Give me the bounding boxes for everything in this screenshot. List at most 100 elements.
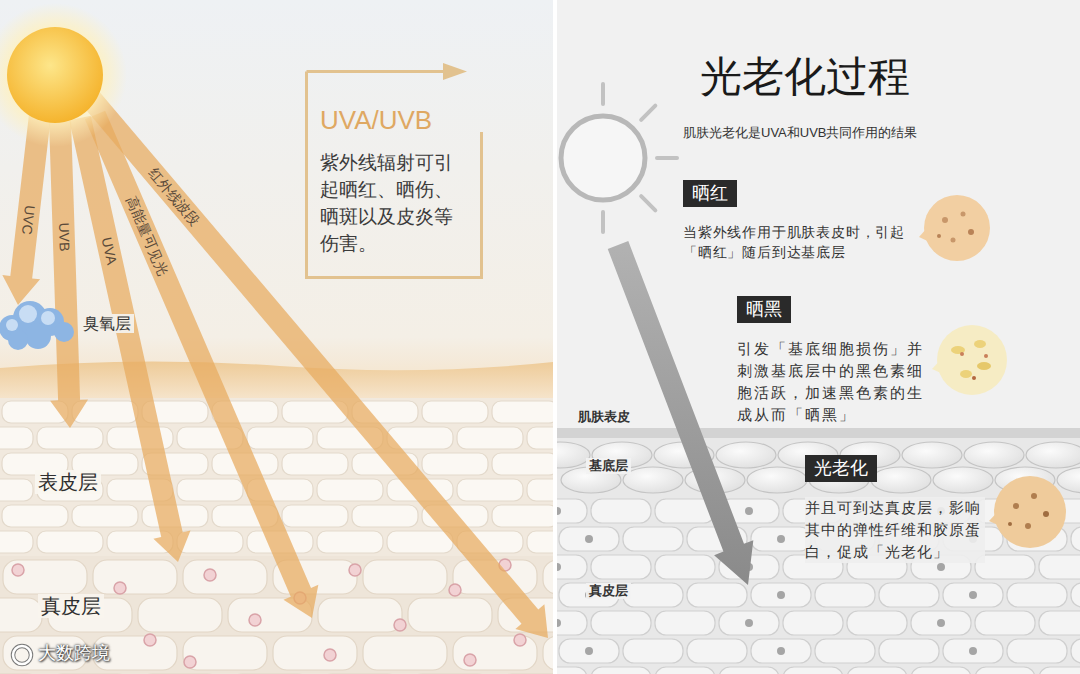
dermis-cell — [911, 667, 971, 674]
dermis-cell — [687, 583, 747, 607]
photoaging-bubble — [989, 476, 1066, 548]
epidermis-cell — [422, 453, 488, 475]
epidermis-cell — [422, 401, 488, 423]
pink-cell-dot — [394, 619, 406, 631]
cell-nucleus — [777, 647, 785, 655]
dermis-layer — [0, 556, 553, 674]
dermis-cell — [3, 560, 87, 594]
pink-cell-dot — [144, 634, 156, 646]
epidermis-cell — [37, 531, 103, 553]
radiation-arrow — [84, 93, 548, 638]
dermis-cell — [1007, 583, 1067, 607]
basal-cell — [871, 467, 931, 493]
pink-cell-dot — [324, 649, 336, 661]
outline-arrow-line — [307, 70, 446, 73]
bubble-detail — [972, 376, 976, 380]
dermis-cell — [751, 583, 811, 607]
basal-cell — [1026, 442, 1080, 468]
sun-ray — [657, 156, 677, 160]
pink-cell-dot — [514, 634, 526, 646]
bubble-detail — [1013, 503, 1019, 509]
dermis-cell — [623, 583, 683, 607]
dermis-cell — [719, 667, 779, 674]
dermis-cell — [975, 667, 1035, 674]
ozone-label: 臭氧层 — [80, 314, 134, 333]
epidermis-cell — [492, 505, 553, 527]
cell-nucleus — [745, 507, 753, 515]
dermis-cell — [943, 639, 1003, 663]
subtitle: 肌肤光老化是UVA和UVB共同作用的结果 — [683, 125, 918, 141]
basal-cell — [902, 442, 962, 468]
magnifier-bubble — [994, 476, 1066, 548]
epidermis-cell — [177, 479, 243, 501]
dermis-cell — [655, 611, 715, 635]
epidermis-cell — [457, 479, 523, 501]
epidermis-cell — [317, 479, 383, 501]
cell-nucleus — [777, 535, 785, 543]
ozone-cloud — [54, 322, 74, 342]
dermis-cell — [815, 639, 875, 663]
dermis-cell — [183, 560, 267, 594]
dermis-cell — [591, 611, 651, 635]
epidermis-cell — [317, 531, 383, 553]
dermis-cell — [975, 611, 1035, 635]
epidermis-cell — [492, 401, 553, 423]
sun-ray — [601, 212, 605, 232]
watermark: 大数跨境 — [38, 643, 110, 665]
sun-ray — [601, 84, 605, 104]
skin-surface — [557, 428, 1080, 438]
bubble-detail — [1043, 511, 1049, 517]
dermis-cell — [363, 636, 447, 670]
dermis-cell — [1071, 583, 1080, 607]
callout-body: 当紫外线作用于肌肤表皮时，引起「晒红」随后到达基底层 — [683, 222, 908, 262]
callout: 晒黑引发「基底细胞损伤」并刺激基底层中的黑色素细胞活跃，加速黑色素的生成从而「晒… — [737, 296, 931, 426]
magnifier-bubble — [937, 325, 1007, 395]
bubble-detail — [1008, 522, 1012, 526]
dermis-cell — [557, 611, 587, 635]
cell-nucleus — [745, 619, 753, 627]
bubble-detail — [984, 354, 988, 358]
dermis-cell — [943, 583, 1003, 607]
dermis-cell — [1071, 639, 1080, 663]
callout-heading: 晒红 — [683, 180, 737, 207]
sunburn-bubble — [919, 195, 990, 261]
epidermis-cell — [527, 427, 553, 449]
right-panel — [557, 0, 1080, 674]
ozone-cloud-highlight — [41, 311, 55, 325]
bubble-detail — [951, 238, 956, 243]
bubble-detail — [960, 370, 972, 378]
pink-cell-dot — [184, 656, 196, 668]
basal-cell — [964, 442, 1024, 468]
epidermis-cell — [282, 505, 348, 527]
dermis-cell — [591, 667, 651, 674]
cell-nucleus — [557, 507, 561, 515]
bubble-detail — [942, 217, 948, 223]
dermis-cell — [623, 527, 683, 551]
epidermis-cell — [37, 427, 103, 449]
sun-ray — [641, 196, 655, 210]
dermis-cell — [1007, 639, 1067, 663]
epidermis-cell — [492, 453, 553, 475]
bubble-detail — [937, 234, 941, 238]
dermis-cell — [847, 667, 907, 674]
epidermis-cell — [247, 427, 313, 449]
bubble-detail — [1025, 523, 1031, 529]
dermis-cell — [0, 598, 42, 632]
epidermis-cell — [352, 505, 418, 527]
dermis-cell — [557, 499, 587, 523]
dermis-cell — [559, 527, 619, 551]
ozone-cloud-highlight — [19, 305, 37, 323]
dermis-cell — [557, 667, 587, 674]
outline-arrowhead — [443, 63, 467, 80]
bubble-detail — [968, 229, 974, 235]
sun — [7, 27, 103, 123]
cell-nucleus — [937, 619, 945, 627]
dermis-cell — [543, 560, 553, 594]
pink-cell-dot — [449, 584, 461, 596]
dermis-cell — [138, 598, 222, 632]
panel-background — [557, 0, 1080, 674]
dermis-cell — [879, 583, 939, 607]
cell-nucleus — [557, 563, 561, 571]
cell-nucleus — [777, 591, 785, 599]
